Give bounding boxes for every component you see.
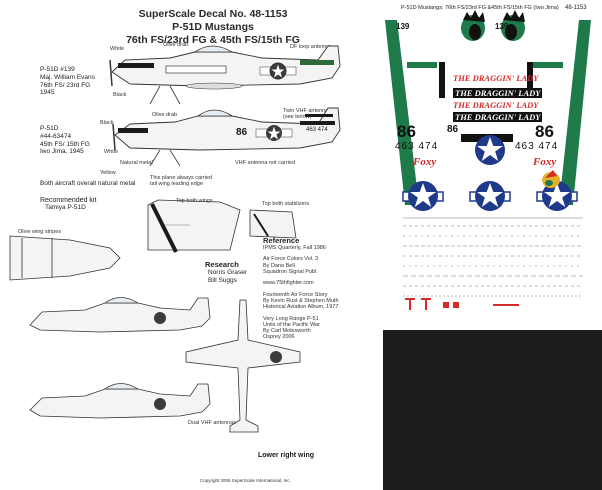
reference-entry: By Kevin Rust & Stephen Muth	[263, 297, 339, 304]
insignia-row-center	[469, 181, 511, 211]
reference-entry: www.75thfighter.com	[263, 280, 314, 287]
instruction-sheet: SuperScale Decal No. 48-1153 P-51D Musta…	[9, 8, 375, 483]
kit-heading: Recommended kit	[40, 197, 97, 204]
reference-entry: Historical Aviation Album, 1977	[263, 304, 339, 311]
kit-name: Tamiya P-51D	[45, 204, 86, 211]
a1-note-dfloop: DF loop antenna	[290, 44, 331, 50]
aircraft1-line2: Maj. William Evans	[40, 73, 95, 81]
a2-note-vhf-bottom: VHF antenna not carried	[235, 160, 295, 166]
insignia-center-large	[475, 135, 505, 165]
decal-139-right: 139	[495, 22, 509, 31]
reference-entry: Air Force Colors Vol. 3	[263, 256, 319, 263]
dragon-lady-3: THE DRAGGIN' LADY	[453, 100, 539, 110]
aircraft2-line2: #44-63474	[40, 132, 72, 140]
a2-side-number: 86	[236, 127, 248, 138]
label-top-both-wings: Top both wings	[176, 198, 213, 204]
decal-units: 76th FS/23rd FG & 45th FS/15th FG	[126, 34, 300, 46]
decal-86-left-large: 86	[397, 122, 416, 141]
label-lower-right-wing: Lower right wing	[258, 452, 314, 459]
decal-backing-paper	[383, 330, 602, 490]
aircraft2-line4: Iwo Jima, 1945	[40, 148, 84, 156]
a2-note-vhf: Twin VHF antennas (see below)	[283, 108, 331, 121]
decal-86-right-large: 86	[535, 122, 554, 141]
a2-side-serial: 463 474	[306, 127, 328, 133]
a2-note-nat: Natural metal	[120, 160, 153, 166]
reference-block: Reference IPMS Quarterly, Fall 1986 Air …	[263, 236, 375, 341]
decal-sheet-number: 48-1153	[565, 5, 587, 11]
dragon-lady-2: THE DRAGGIN' LADY	[453, 88, 543, 98]
a2-note-olive: Olive drab	[152, 112, 178, 118]
aircraft1-caption: P-51D #139 Maj. William Evans 76th FS/ 2…	[40, 66, 95, 97]
reference-heading: Reference	[263, 236, 300, 245]
a2-note-yellow: Yellow	[100, 170, 116, 176]
aircraft2-caption: P-51D #44-63474 45th FS/ 15th FG Iwo Jim…	[40, 125, 90, 156]
aircraft1-insignia	[259, 62, 297, 80]
decal-artwork	[385, 10, 591, 310]
reference-entry: Osprey 2006	[263, 334, 295, 341]
decal-foxy-right: Foxy	[533, 156, 557, 168]
a2-note-bottom2: This plane always carried	[150, 175, 213, 181]
decal-serial-left: 463 474	[395, 141, 439, 152]
a2-note-black: Black	[100, 120, 114, 126]
reference-entry: IPMS Quarterly, Fall 1986	[263, 245, 326, 251]
research-block: Research Norris Graser Bill Suggs	[205, 260, 247, 285]
a1-note-white: White	[110, 46, 125, 52]
research-name-2: Bill Suggs	[208, 276, 237, 284]
aircraft1-line4: 1945	[40, 89, 55, 97]
insignia-row-left	[402, 181, 444, 211]
label-top-stabilizers: Top both stabilizers	[262, 201, 310, 207]
reference-entry: Squadron Signal Publ.	[263, 268, 318, 275]
decal-foxy-left: Foxy	[413, 156, 437, 168]
reference-entry: Fourteenth Air Force Story	[263, 291, 328, 298]
aircraft2-line3: 45th FS/ 15th FG	[40, 140, 90, 148]
decal-serial-right: 463 474	[515, 141, 559, 152]
decal-139-left: 139	[396, 22, 410, 31]
a1-note-black: Black	[113, 92, 127, 98]
dragon-lady-4: THE DRAGGIN' LADY	[453, 112, 543, 122]
reference-entry: By Carl Molesworth	[263, 328, 311, 335]
decal-sheet-header: P-51D Mustangs: 76th FS/23rd FG &45th FS…	[401, 5, 559, 11]
aircraft1-line1: P-51D #139	[40, 66, 75, 73]
reference-entry: Units of the Pacific War	[263, 321, 320, 328]
decal-title: SuperScale Decal No. 48-1153	[138, 8, 288, 20]
footer-copyright: Copyright 2006 SuperScale International,…	[200, 478, 291, 483]
dragon-lady-1: THE DRAGGIN' LADY	[453, 73, 539, 83]
indian-head-emblem-left	[461, 10, 485, 41]
a2-note-bottom3: tail wing leading edge	[150, 181, 203, 187]
decal-86-left-small: 86	[447, 124, 459, 135]
label-dual-vhf: Dual VHF antennas	[188, 420, 236, 426]
aircraft1-line3: 76th FS/ 23rd FG	[40, 81, 91, 89]
stencil-rows	[403, 217, 583, 297]
red-stencil-marks	[405, 298, 519, 310]
research-name-1: Norris Graser	[208, 269, 248, 276]
a1-note-olive: Olive drab	[163, 42, 189, 48]
decal-subtitle: P-51D Mustangs	[172, 21, 254, 33]
research-heading: Research	[205, 260, 239, 269]
kit-block: Recommended kit Tamiya P-51D	[40, 197, 96, 212]
label-olive-wing-stripes: Olive wing stripes	[18, 229, 62, 235]
insignia-row-right	[536, 181, 578, 211]
general-note: Both aircraft overall natural metal	[40, 180, 136, 187]
reference-entry: By Dana Bell	[263, 262, 295, 269]
aircraft2-line1: P-51D	[40, 125, 59, 132]
indian-head-emblem-right	[501, 10, 525, 41]
reference-entry: Very Long Range P-51	[263, 315, 319, 322]
a2-note-white: White	[104, 149, 119, 155]
foxy-nose-art	[542, 170, 560, 188]
